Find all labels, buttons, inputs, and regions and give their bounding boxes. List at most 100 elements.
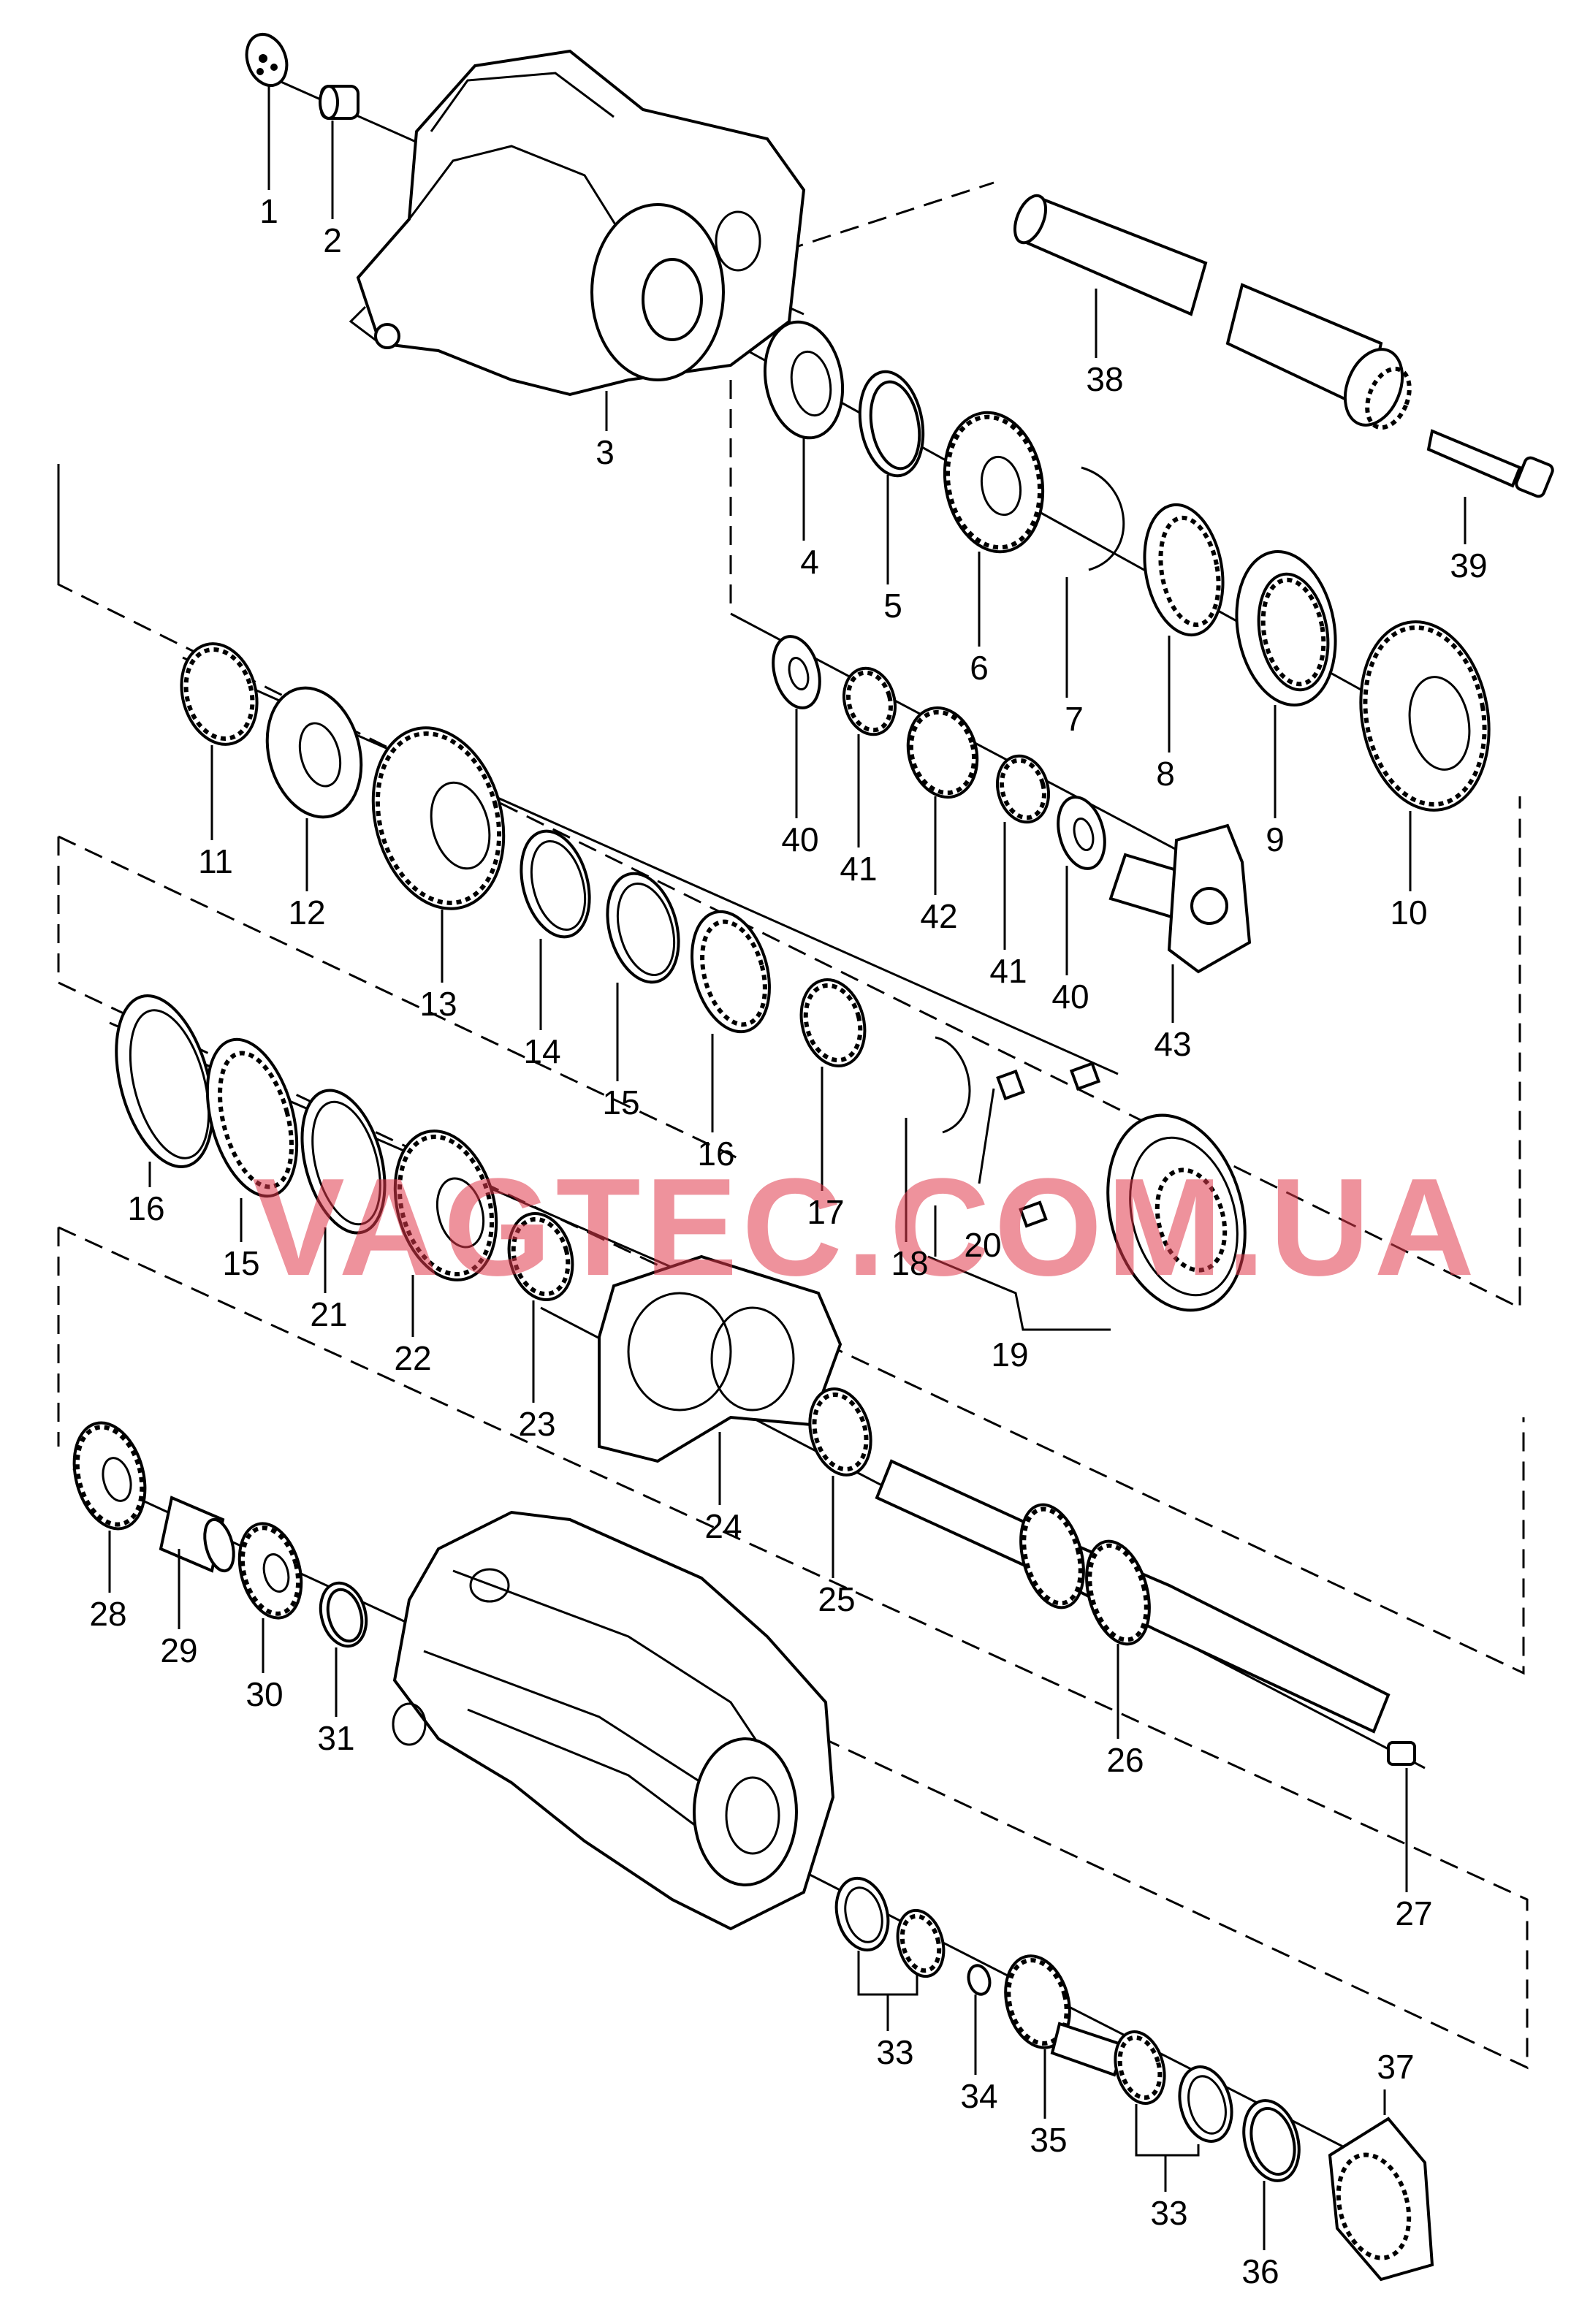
label-40: 40: [781, 820, 818, 858]
label-33-top: 33: [876, 2033, 913, 2071]
part-27-plug: [1387, 1741, 1416, 1766]
part-18-circlip: [935, 1036, 971, 1134]
part-8-synchro-ring: [1143, 503, 1225, 637]
label-7: 7: [1065, 700, 1084, 738]
label-39: 39: [1450, 546, 1487, 584]
part-40-washer-2: [1057, 796, 1106, 870]
label-36: 36: [1241, 2252, 1279, 2290]
part-37-flange: [1328, 2117, 1434, 2282]
part-25-bearing: [808, 1387, 872, 1477]
label-24: 24: [704, 1507, 742, 1545]
part-16-synchro-ring: [691, 910, 771, 1034]
label-29: 29: [160, 1631, 197, 1669]
part-3-clutch-housing: [349, 49, 806, 397]
part-38-input-shaft: [1013, 194, 1412, 430]
label-2: 2: [323, 221, 342, 259]
label-17: 17: [807, 1193, 844, 1231]
part-20-detents: [996, 1062, 1101, 1228]
label-1: 1: [259, 192, 278, 230]
label-3: 3: [596, 433, 615, 471]
part-17-needle-bearing: [799, 978, 867, 1067]
label-8: 8: [1156, 755, 1175, 793]
part-42-gear: [906, 706, 979, 799]
label-31: 31: [317, 1719, 354, 1757]
label-19: 19: [991, 1336, 1028, 1374]
part-36-circlip: [1242, 2099, 1301, 2182]
label-9: 9: [1266, 820, 1285, 858]
part-14-synchro-ring: [520, 829, 591, 939]
label-22: 22: [394, 1339, 431, 1377]
part-11-needle-bearing: [180, 642, 259, 746]
part-39-bolt: [1426, 429, 1554, 498]
part-16-synchro-ring-lower: [115, 994, 214, 1168]
part-19-synchro-assembly: [1106, 1113, 1247, 1312]
label-15-lower: 15: [222, 1244, 259, 1282]
label-37: 37: [1377, 2048, 1414, 2086]
watermark-text: VAGTEC.COM.UA: [252, 1150, 1479, 1305]
part-23-needle-bearing: [507, 1212, 574, 1301]
label-40-second: 40: [1051, 978, 1089, 1016]
label-16: 16: [697, 1135, 734, 1173]
label-14: 14: [523, 1032, 560, 1070]
part-15-synchro-ring-lower: [205, 1037, 299, 1198]
label-12: 12: [288, 894, 325, 931]
label-33-bottom: 33: [1150, 2194, 1187, 2232]
label-16-lower: 16: [127, 1189, 164, 1227]
leader-lines: [108, 86, 1467, 2250]
part-4-bearing: [763, 320, 845, 440]
callout-labels: 1 2 3 4 5 6 7 8 9 10 11 12 13 14 15 16 1…: [89, 192, 1487, 2290]
label-15: 15: [602, 1083, 639, 1121]
part-35-pinion-shaft: [1004, 1954, 1127, 2077]
part-7-snap-ring: [1081, 466, 1125, 571]
gearbox-housing: [392, 1510, 835, 1931]
part-21-synchro-ring: [300, 1089, 387, 1235]
part-33-bearing-set: [834, 1876, 946, 1978]
part-13-gear: [371, 726, 506, 910]
label-27: 27: [1395, 1894, 1432, 1932]
part-41-needle-bearing: [842, 666, 897, 736]
label-11: 11: [198, 842, 233, 880]
part-9-synchro-hub: [1235, 549, 1337, 707]
part-34-washer: [967, 1964, 992, 1996]
part-1-cover-plug: [245, 33, 289, 87]
label-13: 13: [419, 985, 457, 1023]
part-5-circlip: [858, 370, 925, 478]
label-34: 34: [960, 2077, 997, 2115]
label-41: 41: [840, 850, 877, 888]
part-29-sleeve: [159, 1496, 235, 1573]
part-12-thrust-washer: [265, 686, 363, 819]
part-33-bearing-set-2: [1114, 2030, 1233, 2143]
label-43: 43: [1154, 1025, 1191, 1063]
label-42: 42: [920, 897, 957, 935]
part-40-washer: [772, 635, 821, 709]
label-28: 28: [89, 1595, 126, 1633]
part-31-circlip: [319, 1581, 368, 1648]
label-21: 21: [310, 1295, 347, 1333]
part-30-gear: [237, 1522, 303, 1620]
label-35: 35: [1030, 2121, 1067, 2159]
part-15-synchro-ring: [606, 872, 680, 984]
label-26: 26: [1106, 1741, 1144, 1779]
part-2-bushing: [319, 85, 360, 120]
label-38: 38: [1086, 360, 1123, 398]
part-28-gear: [72, 1421, 147, 1531]
label-23: 23: [518, 1405, 555, 1443]
label-20: 20: [964, 1226, 1001, 1264]
label-5: 5: [883, 587, 902, 625]
part-6-gear: [943, 411, 1045, 554]
part-22-gear: [393, 1129, 498, 1281]
section-frames: [57, 181, 1529, 2070]
part-26-output-shaft: [875, 1459, 1391, 1734]
label-30: 30: [246, 1675, 283, 1713]
label-41-second: 41: [989, 952, 1027, 990]
part-24-gasket: [598, 1254, 842, 1463]
part-10-gear: [1359, 620, 1491, 812]
label-25: 25: [818, 1580, 855, 1618]
label-4: 4: [800, 543, 819, 581]
label-18: 18: [891, 1244, 928, 1282]
part-43-shaft-with-plate: [1108, 823, 1252, 974]
label-10: 10: [1390, 894, 1427, 931]
part-41-needle-bearing-2: [996, 754, 1050, 824]
label-6: 6: [970, 649, 989, 687]
